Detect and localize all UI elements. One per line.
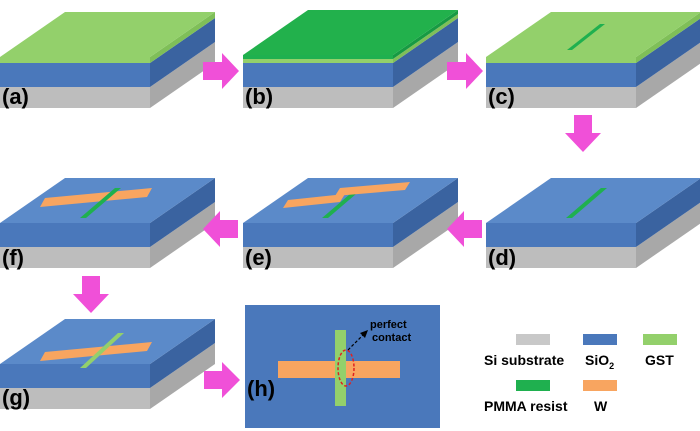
gst-layer-side (393, 14, 458, 63)
sio2-side (150, 18, 215, 87)
annotation-contact: contact (372, 332, 411, 344)
panel-label-b: (b) (245, 84, 273, 109)
si-substrate-side (150, 202, 215, 268)
legend-swatch-w (583, 380, 617, 391)
legend-swatch-si-substrate (516, 334, 550, 345)
gst-layer-front (0, 57, 150, 63)
gst-strip-top-view (335, 330, 346, 406)
w-electrode-left (283, 194, 345, 208)
si-substrate-front (0, 87, 150, 108)
arrow-c-to-d (565, 115, 601, 152)
panel-b: (b) (243, 10, 458, 109)
annotation-perfect: perfect (370, 319, 407, 331)
sio2-front (486, 223, 636, 247)
panel-h: perfect contact (h) (245, 305, 440, 428)
gst-layer-front (486, 57, 636, 63)
panel-e: (e) (243, 178, 458, 270)
si-substrate-side (393, 202, 458, 268)
sio2-top (486, 178, 700, 223)
sio2-side (393, 18, 458, 87)
legend-swatch-gst (643, 334, 677, 345)
w-electrode (40, 342, 152, 361)
si-substrate-side (393, 42, 458, 108)
sio2-side (150, 319, 215, 388)
panel-a: (a) (0, 12, 215, 109)
panel-c: (c) (486, 12, 700, 109)
gst-strip (80, 188, 121, 218)
w-electrode-right (335, 182, 410, 196)
legend-swatch-pmma (516, 380, 550, 391)
gst-layer-side (150, 12, 215, 63)
si-substrate-side (150, 42, 215, 108)
gst-strip (566, 188, 607, 218)
gst-strip (80, 333, 124, 368)
sio2-side (636, 18, 700, 87)
si-substrate-front (0, 388, 150, 409)
gst-layer-top (0, 12, 215, 57)
arrow-b-to-c (447, 53, 483, 89)
sio2-side (393, 178, 458, 247)
sio2-front (0, 364, 150, 388)
gst-layer-top (486, 12, 700, 57)
contact-ellipse (337, 349, 355, 387)
si-substrate-front (486, 247, 636, 268)
sio2-front (243, 63, 393, 87)
si-substrate-front (0, 247, 150, 268)
panel-label-g: (g) (2, 385, 30, 410)
si-substrate-front (243, 247, 393, 268)
pmma-strip (567, 24, 605, 50)
panel-label-f: (f) (2, 245, 24, 270)
si-substrate-front (243, 87, 393, 108)
arrow-f-to-g (73, 276, 109, 313)
gst-strip (322, 188, 363, 218)
annotation-arrowhead (360, 330, 368, 338)
panel-label-h: (h) (247, 376, 275, 401)
sio2-side (636, 178, 700, 247)
si-substrate-side (636, 42, 700, 108)
panel-d: (d) (486, 178, 700, 270)
arrow-a-to-b (203, 53, 239, 89)
legend-label-si-substrate: Si substrate (484, 352, 564, 368)
sio2-front (0, 223, 150, 247)
annotation-arrow (347, 332, 366, 351)
si-substrate-side (636, 202, 700, 268)
pmma-layer-top (243, 10, 458, 55)
legend-label-w: W (594, 398, 608, 414)
sio2-front (486, 63, 636, 87)
pmma-layer-front (243, 55, 393, 59)
legend-swatch-sio2 (583, 334, 617, 345)
legend-label-pmma: PMMA resist (484, 398, 568, 414)
arrow-e-to-f (203, 211, 238, 247)
panel-g: (g) (0, 319, 215, 410)
sio2-side (150, 178, 215, 247)
legend-label-gst: GST (645, 352, 674, 368)
panel-f: (f) (0, 178, 215, 270)
si-substrate-side (150, 343, 215, 409)
sio2-front (0, 63, 150, 87)
si-substrate-front (486, 87, 636, 108)
pmma-layer-side (393, 10, 458, 59)
arrow-d-to-e (447, 211, 482, 247)
sio2-front (243, 223, 393, 247)
legend-label-sio2: SiO2 (585, 352, 614, 371)
legend: Si substrate SiO2 GST PMMA resist W (484, 334, 677, 414)
panel-label-a: (a) (2, 84, 29, 109)
panel-label-d: (d) (488, 245, 516, 270)
arrow-g-to-h (204, 362, 240, 398)
gst-layer-front (243, 59, 393, 63)
w-electrode (40, 188, 152, 207)
gst-layer-side (636, 12, 700, 63)
panel-label-e: (e) (245, 245, 272, 270)
panel-label-c: (c) (488, 84, 515, 109)
